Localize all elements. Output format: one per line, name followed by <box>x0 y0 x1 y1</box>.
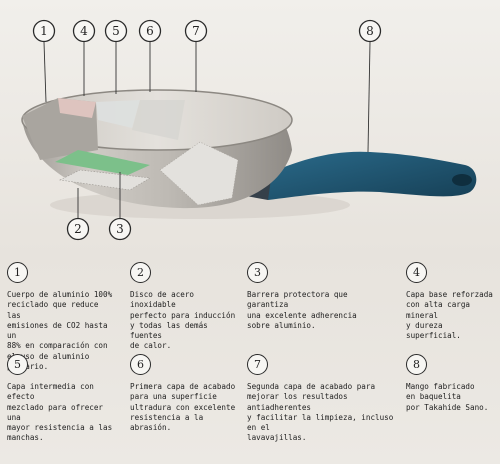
pan-handle <box>262 151 477 200</box>
callout-marker-6: 6 <box>138 19 162 43</box>
legend-text-4: Capa base reforzada con alta carga miner… <box>406 290 493 341</box>
layer-protective-barrier <box>55 150 150 175</box>
legend-item-4: 4 Capa base reforzada con alta carga min… <box>406 262 498 341</box>
legend-text-6: Primera capa de acabado para una superfi… <box>130 382 236 433</box>
svg-text:5: 5 <box>112 24 120 38</box>
handle-hang-hole <box>452 174 472 186</box>
layer-first-finish <box>132 100 185 140</box>
legend-number-5: 5 <box>7 354 28 375</box>
callout-marker-2: 2 <box>66 217 90 241</box>
legend-item-7: 7 Segunda capa de acabado para mejorar l… <box>247 354 402 444</box>
svg-text:7: 7 <box>192 24 200 38</box>
leader-1 <box>43 41 47 103</box>
frying-pan-diagram: 1 4 5 6 7 8 2 3 <box>21 19 477 241</box>
legend-text-7: Segunda capa de acabado para mejorar los… <box>247 382 394 443</box>
legend-number-1: 1 <box>7 262 28 283</box>
layer-base-coat <box>58 98 96 118</box>
layer-intermediate <box>96 100 140 128</box>
layer-second-finish <box>159 141 239 206</box>
legend-number-8: 8 <box>406 354 427 375</box>
legend-text-3: Barrera protectora que garantiza una exc… <box>247 290 357 330</box>
legend-item-5: 5 Capa intermedia con efecto mezclado pa… <box>7 354 115 444</box>
legend-text-5: Capa intermedia con efecto mezclado para… <box>7 382 113 443</box>
layer-steel-disc <box>59 169 151 191</box>
callout-marker-3: 3 <box>108 217 132 241</box>
pan-rim <box>21 89 293 151</box>
callout-marker-4: 4 <box>72 19 96 43</box>
svg-text:2: 2 <box>74 222 82 236</box>
svg-text:3: 3 <box>116 222 124 236</box>
callout-marker-7: 7 <box>184 19 208 43</box>
legend-item-2: 2 Disco de acero inoxidable perfecto par… <box>130 262 238 352</box>
callout-marker-8: 8 <box>358 19 382 43</box>
svg-text:6: 6 <box>146 24 154 38</box>
legend-item-6: 6 Primera capa de acabado para una super… <box>130 354 238 433</box>
leader-8 <box>367 41 371 153</box>
svg-text:4: 4 <box>80 24 88 38</box>
legend-number-6: 6 <box>130 354 151 375</box>
legend-text-2: Disco de acero inoxidable perfecto para … <box>130 290 236 351</box>
legend-number-2: 2 <box>130 262 151 283</box>
legend-item-3: 3 Barrera protectora que garantiza una e… <box>247 262 387 331</box>
legend-number-3: 3 <box>247 262 268 283</box>
legend-text-8: Mango fabricado en baquelita por Takahid… <box>406 382 489 412</box>
svg-text:1: 1 <box>40 24 48 38</box>
legend-number-4: 4 <box>406 262 427 283</box>
svg-text:8: 8 <box>366 24 374 38</box>
legend-number-7: 7 <box>247 354 268 375</box>
callout-marker-5: 5 <box>104 19 128 43</box>
legend-item-8: 8 Mango fabricado en baquelita por Takah… <box>406 354 498 413</box>
callout-marker-1: 1 <box>32 19 56 43</box>
